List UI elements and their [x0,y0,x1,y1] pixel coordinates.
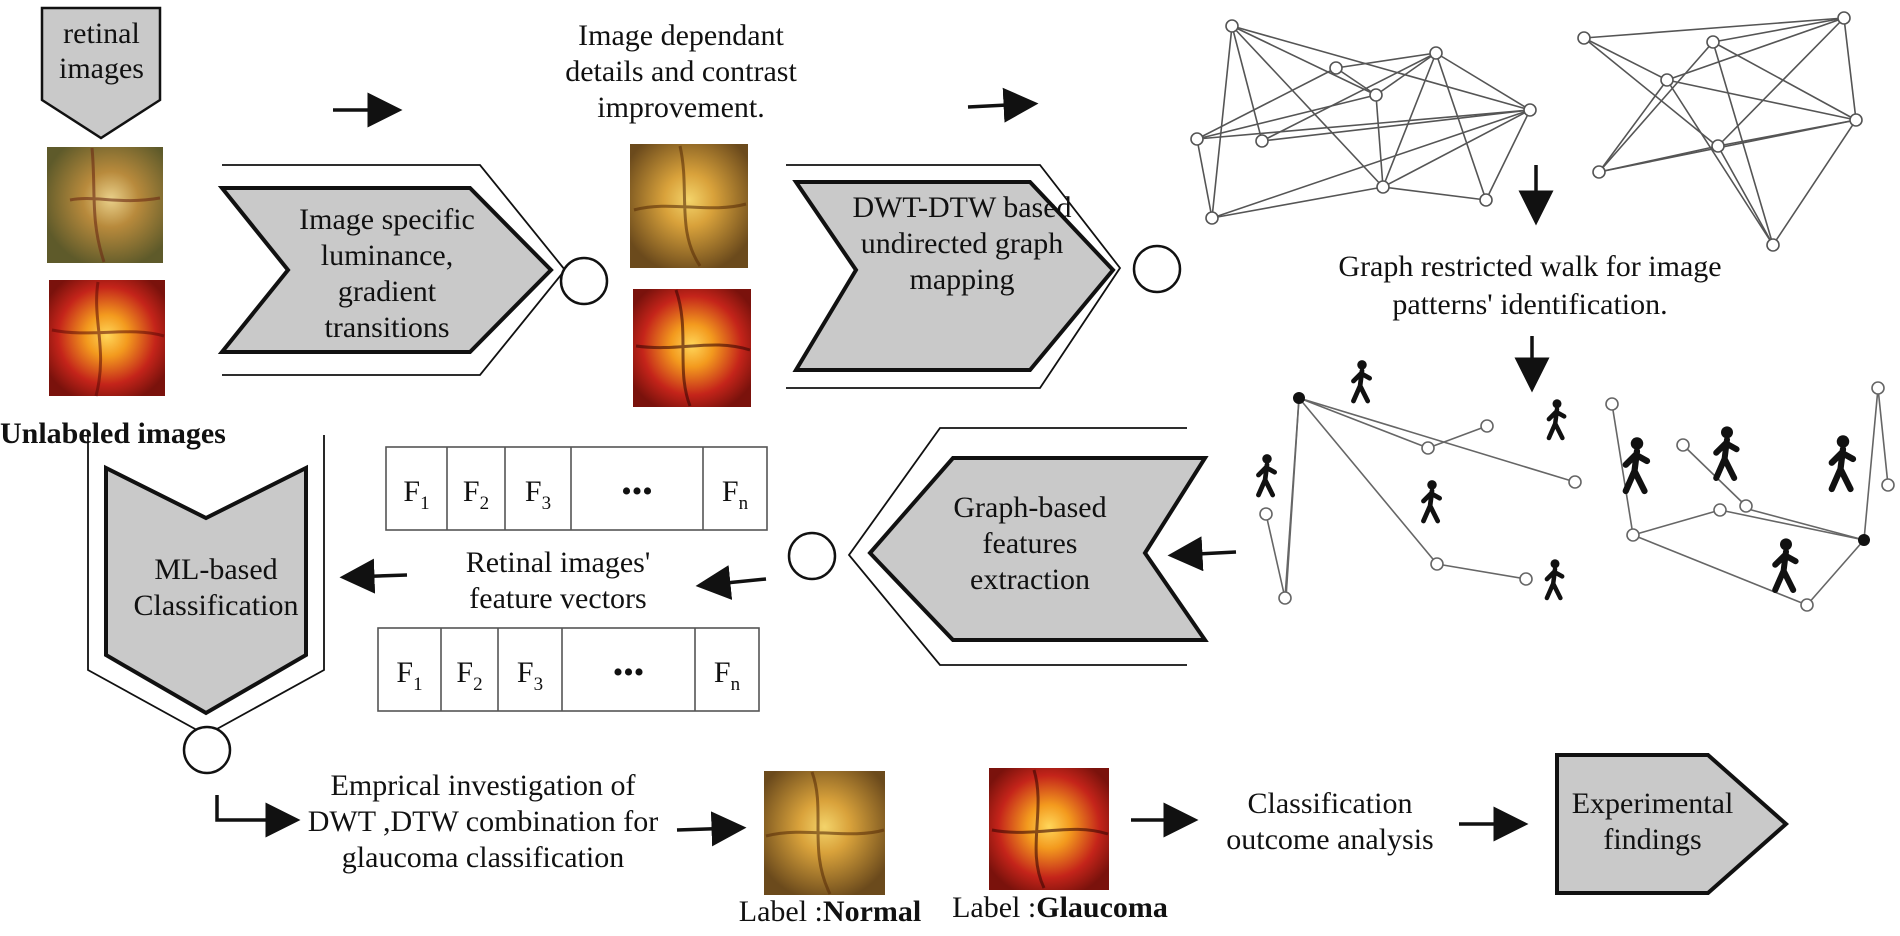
investigation-label: Emprical investigation of DWT ,DTW combi… [307,769,659,874]
findings-label: Experimental findings [1571,787,1734,856]
graph-chevron-outline [786,164,1122,389]
walk-start-node-1 [1293,392,1305,404]
arrow-to-ml [339,558,408,594]
walker-icon [1832,435,1853,489]
retinal-images-label: retinal images [59,17,144,85]
arrow-to-graphs [967,87,1039,123]
feature-chevron [867,456,1209,642]
undirected-graph-2-nodes [1577,11,1863,252]
arrow-to-investigation [215,795,301,838]
walk-graph-1-nodes [1259,419,1582,605]
arrow-to-labels [676,811,747,847]
undirected-graph-1 [1196,25,1531,219]
walker-icon [1258,454,1274,495]
feature-vector-1 [385,446,768,531]
walk-start-node-2 [1858,534,1870,546]
walker-icon [1775,538,1795,590]
undirected-graph-2 [1583,17,1857,246]
retinal-image-glaucoma-input [49,280,165,396]
walker-icon [1547,559,1562,598]
feature-vector-2 [377,627,760,712]
label-glaucoma-value: Glaucoma [1036,891,1168,924]
walk-graph-1 [1265,397,1576,599]
arrow-to-vectors [695,565,767,600]
label-normal-caption: Label :Normal [710,894,950,930]
walker-icon [1549,399,1564,438]
walker-icon [1353,360,1369,401]
feature-cell: ••• [613,656,645,689]
label-normal-value: Normal [822,895,922,928]
ml-node [182,725,232,775]
enhance-chevron [217,186,554,354]
feature-vectors-label: Retinal images' feature vectors [465,546,651,615]
graph-node [1132,244,1182,294]
walker-icon [1626,437,1647,491]
feature-cell: ••• [621,475,653,508]
enhance-result-label: Image dependant details and contrast imp… [565,19,797,124]
walker-icon [1716,426,1736,478]
ml-step-label: ML-based Classification [133,553,299,622]
undirected-graph-1-nodes [1190,19,1537,225]
ml-chevron [104,464,308,716]
label-prefix-normal: Label : [738,895,823,928]
arrow-to-features [1167,536,1237,572]
retinal-images-arrow-shape [40,6,162,140]
retinal-image-normal-input [47,147,163,263]
outcome-analysis-label: Classification outcome analysis [1226,787,1434,856]
walk-graph-2-nodes [1605,381,1895,612]
feature-node [787,531,837,581]
feature-step-label: Graph-based features extraction [953,491,1107,596]
graph-step-label: DWT-DTW based undirected graph mapping [852,191,1072,296]
walk-caption-label: Graph restricted walk for image patterns… [1338,250,1722,321]
graph-chevron [792,180,1116,372]
enhance-step-label: Image specific luminance, gradient trans… [299,203,475,344]
findings-shape [1555,753,1790,895]
enhance-node [559,256,609,306]
label-glaucoma-caption: Label :Glaucoma [930,890,1190,926]
unlabeled-images-label: Unlabeled images [0,417,226,450]
walk-graph-2 [1611,387,1889,606]
label-prefix-glaucoma: Label : [952,891,1037,924]
feature-chevron-outline [847,427,1187,666]
walker-icon [1423,480,1439,521]
